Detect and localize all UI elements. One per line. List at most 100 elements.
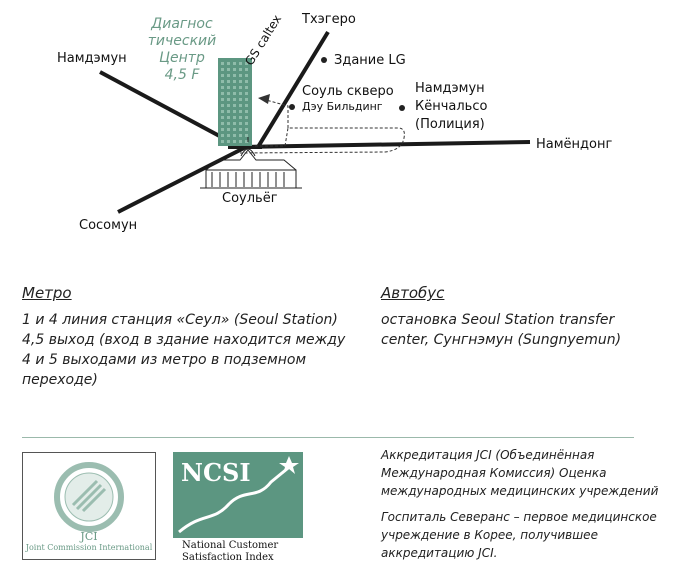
building-window bbox=[245, 110, 248, 113]
metro-line: переходе) bbox=[22, 372, 98, 388]
label-namyeongdong: Намёндонг bbox=[536, 137, 613, 152]
accreditation-line: международных медицинских учреждений bbox=[381, 484, 659, 498]
building-window bbox=[233, 98, 236, 101]
label-lg-building: Здание LG bbox=[334, 53, 406, 68]
building-window bbox=[233, 128, 236, 131]
label-seoul-square: Соуль скверо bbox=[302, 84, 394, 99]
metro-heading: Метро bbox=[22, 284, 72, 302]
building-window bbox=[221, 134, 224, 137]
seoul-square-dot bbox=[289, 104, 295, 110]
building-window bbox=[233, 80, 236, 83]
label-police-line: (Полиция) bbox=[415, 117, 485, 132]
building-window bbox=[239, 116, 242, 119]
building-window bbox=[233, 122, 236, 125]
building-window bbox=[233, 62, 236, 65]
label-police-line: Намдэмун bbox=[415, 81, 485, 96]
accreditation-line: Госпиталь Северанс – первое медицинское bbox=[381, 510, 657, 524]
accreditation-line: учреждение в Корее, получившее bbox=[381, 528, 598, 542]
building-window bbox=[239, 62, 242, 65]
label-police-line: Кёнчальсо bbox=[415, 99, 488, 114]
building-window bbox=[239, 92, 242, 95]
building-window bbox=[239, 134, 242, 137]
metro-line: 1 и 4 линия станция «Сеул» (Seoul Statio… bbox=[22, 312, 338, 328]
building-window bbox=[227, 80, 230, 83]
building-window bbox=[227, 74, 230, 77]
building-window bbox=[233, 116, 236, 119]
clinic-label-line: Диагнос bbox=[151, 16, 213, 32]
building-window bbox=[239, 68, 242, 71]
building-window bbox=[227, 110, 230, 113]
building-window bbox=[239, 86, 242, 89]
ncsi-logo: NCSI bbox=[173, 452, 303, 538]
bus-line: остановка Seoul Station transfer bbox=[381, 312, 615, 328]
building-window bbox=[239, 128, 242, 131]
building-window bbox=[245, 92, 248, 95]
building-window bbox=[233, 110, 236, 113]
building-window bbox=[221, 80, 224, 83]
building-window bbox=[221, 122, 224, 125]
ncsi-caption-line: Satisfaction Index bbox=[182, 552, 274, 563]
section-divider bbox=[22, 437, 634, 438]
building-window bbox=[233, 92, 236, 95]
building-window bbox=[245, 128, 248, 131]
road-sosomun bbox=[117, 145, 247, 214]
label-seoul-station: Соульёг bbox=[222, 191, 278, 206]
accreditation-line: Аккредитация JCI (Объединённая bbox=[381, 448, 595, 462]
building-window bbox=[221, 68, 224, 71]
building-window bbox=[227, 68, 230, 71]
jci-logo bbox=[22, 452, 156, 560]
building-window bbox=[245, 62, 248, 65]
building-window bbox=[245, 86, 248, 89]
building-window bbox=[221, 116, 224, 119]
location-map bbox=[99, 30, 531, 214]
building-window bbox=[233, 74, 236, 77]
clinic-label-line: Центр bbox=[159, 50, 205, 66]
building-window bbox=[221, 104, 224, 107]
clinic-label-line: 4,5 F bbox=[164, 67, 200, 83]
building-window bbox=[221, 62, 224, 65]
building-window bbox=[233, 140, 236, 143]
building-window bbox=[221, 110, 224, 113]
building-window bbox=[227, 122, 230, 125]
ncsi-caption: National Customer Satisfaction Index bbox=[182, 540, 278, 564]
building-window bbox=[227, 92, 230, 95]
bus-text: остановка Seoul Station transfer center,… bbox=[381, 310, 621, 350]
accreditation-line: Международная Комиссия) Оценка bbox=[381, 466, 607, 480]
building-window bbox=[239, 74, 242, 77]
building-window bbox=[227, 104, 230, 107]
building-window bbox=[233, 68, 236, 71]
label-toegye: Тхэгеро bbox=[302, 12, 356, 27]
police-dot bbox=[399, 105, 405, 111]
building-window bbox=[245, 74, 248, 77]
label-daewoo: Дэу Бильдинг bbox=[302, 100, 383, 113]
road-namdaemun bbox=[99, 70, 241, 149]
ncsi-swoosh-icon bbox=[178, 456, 299, 534]
building-window bbox=[221, 140, 224, 143]
building-window bbox=[221, 98, 224, 101]
building-window bbox=[233, 134, 236, 137]
building-window bbox=[245, 98, 248, 101]
building-window bbox=[245, 104, 248, 107]
jci-seal-icon bbox=[54, 462, 124, 532]
route-dashed-line bbox=[239, 127, 405, 154]
route-arrow-icon bbox=[258, 94, 270, 104]
building-window bbox=[221, 92, 224, 95]
jci-letters: JCI bbox=[80, 530, 98, 543]
building-window bbox=[245, 122, 248, 125]
jci-full-name: Joint Commission International bbox=[25, 543, 153, 552]
metro-text: 1 и 4 линия станция «Сеул» (Seoul Statio… bbox=[22, 310, 345, 390]
building-window bbox=[239, 104, 242, 107]
building-window bbox=[239, 98, 242, 101]
building-window bbox=[245, 134, 248, 137]
clinic-building-icon bbox=[218, 58, 252, 146]
building-window bbox=[245, 80, 248, 83]
label-police: Намдэмун Кёнчальсо (Полиция) bbox=[415, 80, 487, 134]
accreditation-para-2: Госпиталь Северанс – первое медицинское … bbox=[381, 508, 657, 562]
road-toegye bbox=[256, 30, 330, 149]
building-window bbox=[245, 140, 248, 143]
clinic-label-line: тический bbox=[147, 33, 217, 49]
lg-building-dot bbox=[321, 57, 327, 63]
building-window bbox=[227, 86, 230, 89]
building-window bbox=[227, 134, 230, 137]
building-window bbox=[227, 140, 230, 143]
